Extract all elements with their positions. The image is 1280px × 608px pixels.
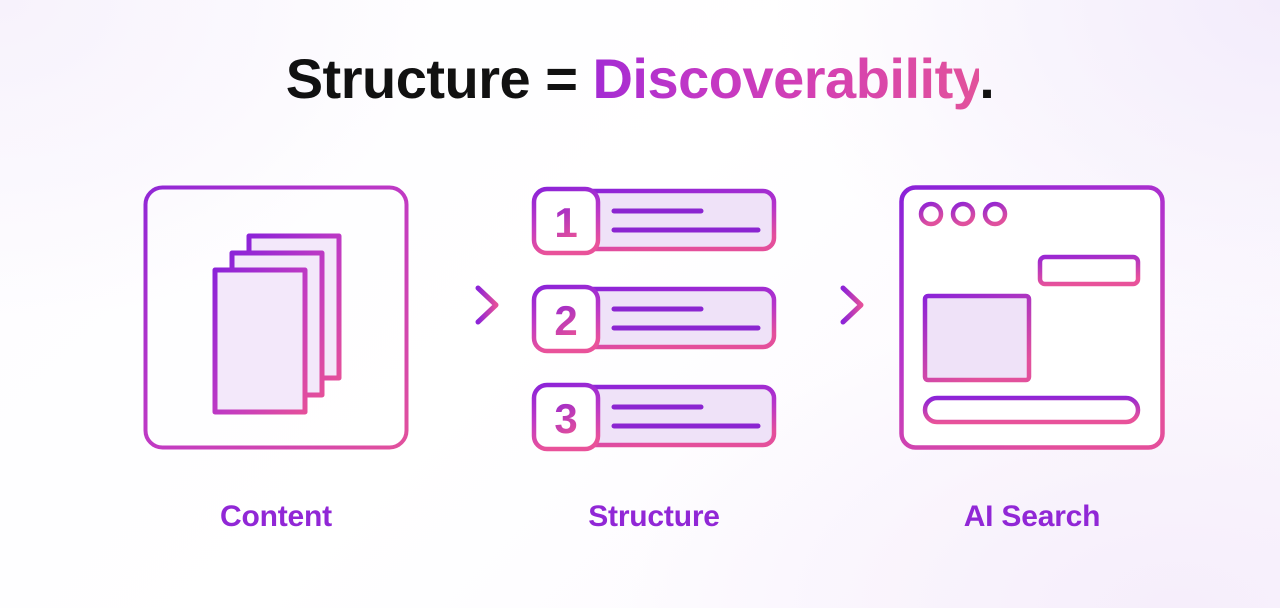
numbered-list-icon: 1 2 3 xyxy=(531,186,777,452)
structure-list-item[interactable]: 3 xyxy=(531,382,777,452)
arrow-head xyxy=(840,285,864,325)
structure-panel: 1 2 3 xyxy=(530,183,778,453)
window-dot-icon[interactable] xyxy=(982,201,1008,227)
browser-top-right-field[interactable] xyxy=(1037,254,1141,287)
list-item-number-badge xyxy=(531,382,601,452)
diagram-flow-row: 1 2 3 xyxy=(0,185,1280,455)
content-panel xyxy=(143,185,409,450)
list-item-body xyxy=(573,286,777,350)
structure-list-item[interactable]: 2 xyxy=(531,284,777,354)
page-title: Structure = Discoverability. xyxy=(0,47,1280,111)
structure-list-item[interactable]: 1 xyxy=(531,186,777,256)
window-dot-icon[interactable] xyxy=(918,201,944,227)
document-sheet-front xyxy=(212,267,308,415)
list-item-number: 2 xyxy=(554,297,577,344)
caption-ai-search: AI Search xyxy=(963,500,1101,533)
document-stack-icon xyxy=(143,185,409,450)
title-gradient-part: Discoverability xyxy=(592,47,980,110)
content-to-structure-arrow xyxy=(437,277,507,333)
list-item-number-badge xyxy=(531,186,601,256)
list-item-number: 1 xyxy=(554,199,577,246)
content-panel-frame xyxy=(143,185,409,450)
document-text-lines xyxy=(226,292,294,385)
title-period: . xyxy=(979,47,995,110)
browser-panel xyxy=(899,185,1165,450)
caption-content: Content xyxy=(220,500,332,533)
browser-window-frame xyxy=(899,185,1165,450)
browser-content-block xyxy=(922,293,1032,383)
list-item-body xyxy=(573,384,777,448)
list-item-number-badge xyxy=(531,284,601,354)
window-dot-icon[interactable] xyxy=(950,201,976,227)
arrow-head xyxy=(475,285,499,325)
title-plain-part: Structure = xyxy=(285,47,593,110)
browser-window-icon xyxy=(899,185,1165,450)
caption-structure: Structure xyxy=(588,500,720,533)
structure-to-browser-arrow xyxy=(802,277,872,333)
list-item-number: 3 xyxy=(554,395,577,442)
list-item-body xyxy=(573,188,777,252)
browser-bottom-search-bar[interactable] xyxy=(922,395,1141,425)
